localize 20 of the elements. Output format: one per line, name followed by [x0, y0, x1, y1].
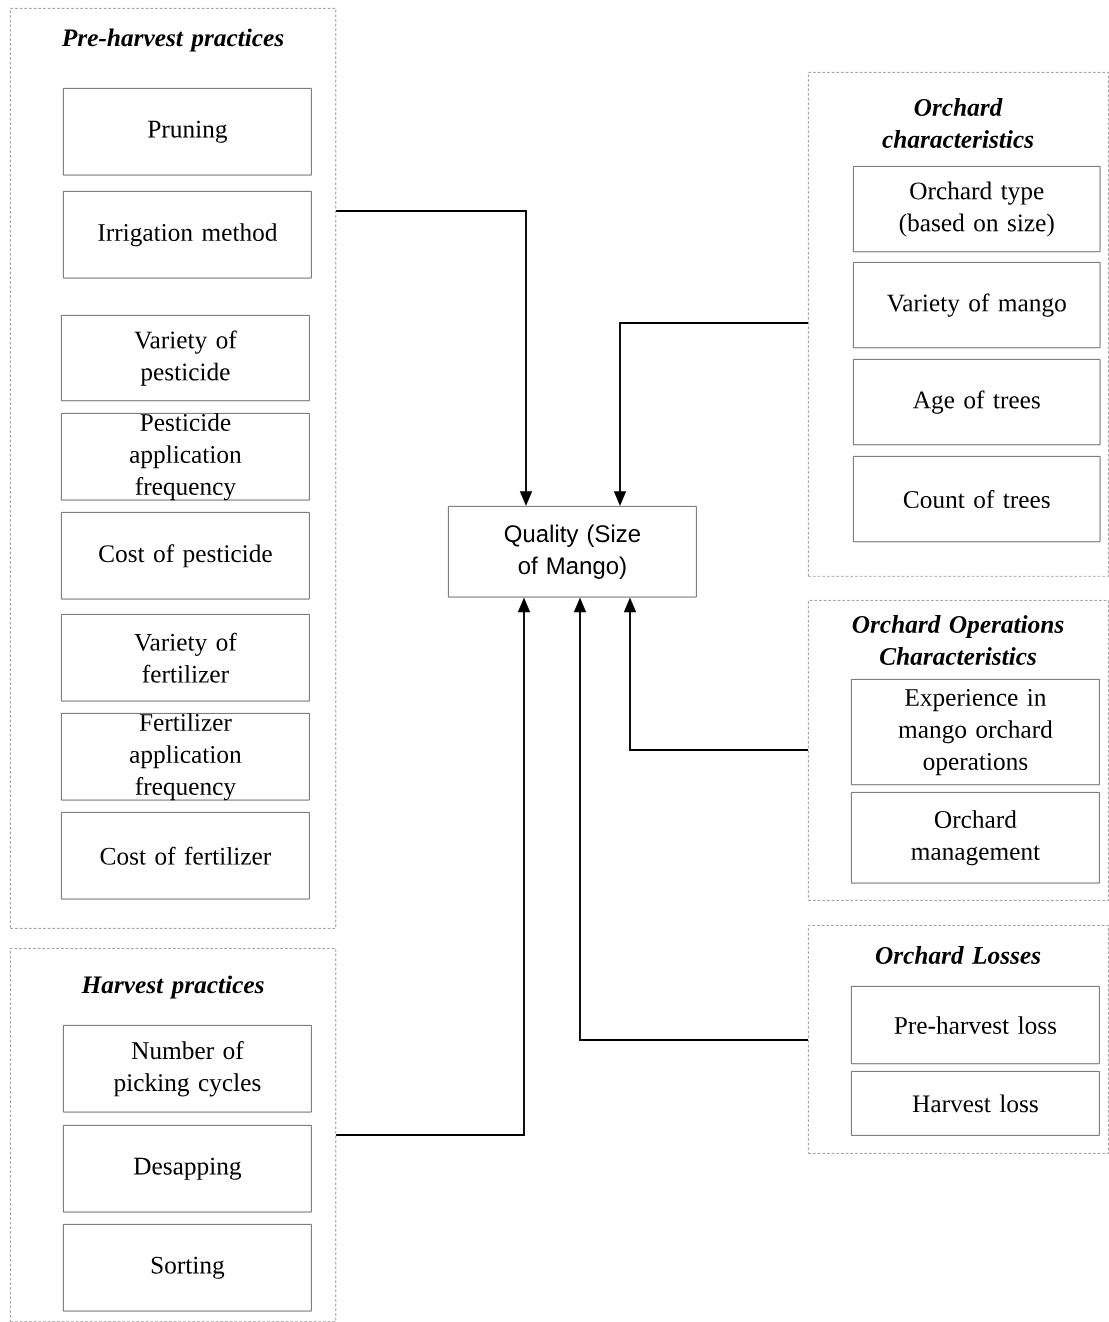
- factor-box: Cost of pesticide: [61, 512, 310, 600]
- factor-box: Pesticide application frequency: [61, 413, 310, 501]
- factor-box: Harvest loss: [851, 1071, 1100, 1136]
- factor-box: Quality (Size of Mango): [448, 506, 697, 598]
- factor-box: Variety of fertilizer: [61, 614, 310, 702]
- factor-box: Cost of fertilizer: [61, 812, 310, 900]
- factor-box: Pruning: [63, 88, 312, 176]
- factor-box: Age of trees: [853, 359, 1101, 446]
- factor-box: Variety of pesticide: [61, 315, 310, 402]
- factor-box: Irrigation method: [63, 191, 312, 279]
- factor-box: Sorting: [63, 1224, 312, 1312]
- factor-box: Experience in mango orchard operations: [851, 679, 1100, 786]
- factor-box: Orchard management: [851, 792, 1100, 884]
- factor-box: Pre-harvest loss: [851, 986, 1100, 1065]
- factor-box: Variety of mango: [853, 262, 1101, 349]
- factor-box: Orchard type (based on size): [853, 166, 1101, 253]
- factor-box: Count of trees: [853, 456, 1101, 543]
- factor-box: Desapping: [63, 1125, 312, 1213]
- factor-box: Fertilizer application frequency: [61, 713, 310, 801]
- factor-box: Number of picking cycles: [63, 1025, 312, 1113]
